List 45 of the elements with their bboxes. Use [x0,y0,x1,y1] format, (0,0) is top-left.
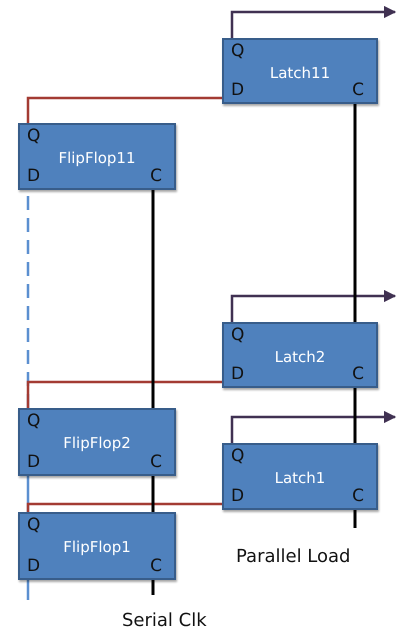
pin-label: Q [231,327,244,344]
wire [26,380,222,408]
component-label: Latch2 [274,350,326,365]
pin-label: D [27,558,40,575]
pin-label: C [352,82,364,99]
arrow [230,6,396,38]
pin-label: C [150,558,162,575]
component-box [222,443,378,510]
pin-label: D [231,366,244,383]
pin-label: Q [27,413,40,430]
pin-label: D [231,82,244,99]
wire [26,502,222,512]
wire [26,96,222,123]
wire [354,104,356,322]
component-label: FlipFlop1 [62,540,132,555]
wire [152,580,154,595]
signal-label: Parallel Load [236,548,350,566]
pin-label: Q [231,43,244,60]
component-label: Latch11 [268,66,332,81]
component-label: FlipFlop2 [62,436,132,451]
component-box [222,38,378,104]
component-box [18,408,176,476]
arrow [230,290,396,322]
component-box [222,322,378,388]
wire [152,190,154,408]
pin-label: D [27,454,40,471]
component-label: Latch1 [274,471,326,486]
pin-label: Q [27,128,40,145]
component-label: FlipFlop11 [57,151,137,166]
pin-label: D [231,488,244,505]
pin-label: C [150,454,162,471]
component-box [18,512,176,580]
component-box [18,123,176,190]
signal-label: Serial Clk [122,612,207,630]
wire [354,388,356,443]
pin-label: Q [27,517,40,534]
wire [152,476,154,512]
pin-label: C [352,366,364,383]
arrow [230,410,396,443]
wire [354,510,356,528]
pin-label: Q [231,448,244,465]
pin-label: C [150,168,162,185]
wire [26,580,30,600]
pin-label: C [352,488,364,505]
pin-label: D [27,168,40,185]
